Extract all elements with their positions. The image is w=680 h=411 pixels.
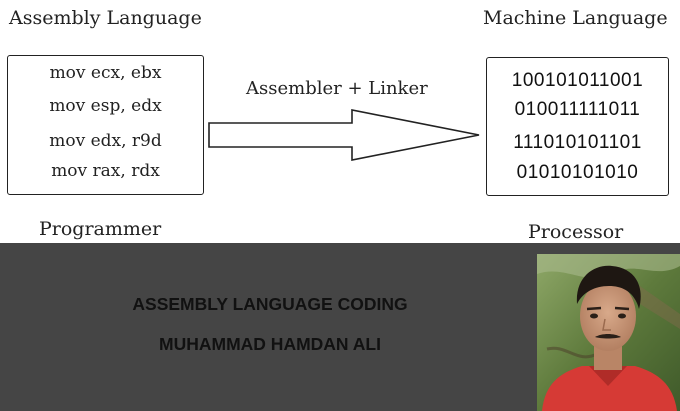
processor-caption: Processor	[528, 221, 624, 243]
machine-line: 010011111011	[514, 99, 641, 120]
author-photo	[537, 254, 680, 411]
assembly-code-box: mov ecx, ebx mov esp, edx mov edx, r9d m…	[7, 55, 204, 195]
person-photo-icon	[537, 254, 680, 411]
machine-line: 01010101010	[516, 162, 639, 183]
machine-language-title: Machine Language	[483, 7, 668, 29]
machine-line: 111010101101	[513, 132, 642, 153]
arrow-icon	[208, 109, 480, 161]
assembly-line: mov edx, r9d	[49, 131, 162, 151]
machine-line: 100101011001	[511, 70, 644, 91]
assembly-language-title: Assembly Language	[9, 7, 202, 29]
banner-author: MUHAMMAD HAMDAN ALI	[159, 334, 381, 354]
arrow-label: Assembler + Linker	[246, 78, 428, 99]
machine-code-box: 100101011001 010011111011 111010101101 0…	[486, 57, 669, 196]
programmer-caption: Programmer	[39, 218, 162, 240]
assembly-line: mov ecx, ebx	[49, 63, 162, 83]
diagram-area: Assembly Language Machine Language mov e…	[7, 7, 669, 243]
assembly-line: mov esp, edx	[49, 96, 162, 116]
banner-title: ASSEMBLY LANGUAGE CODING	[132, 294, 408, 314]
assembly-line: mov rax, rdx	[51, 161, 160, 181]
